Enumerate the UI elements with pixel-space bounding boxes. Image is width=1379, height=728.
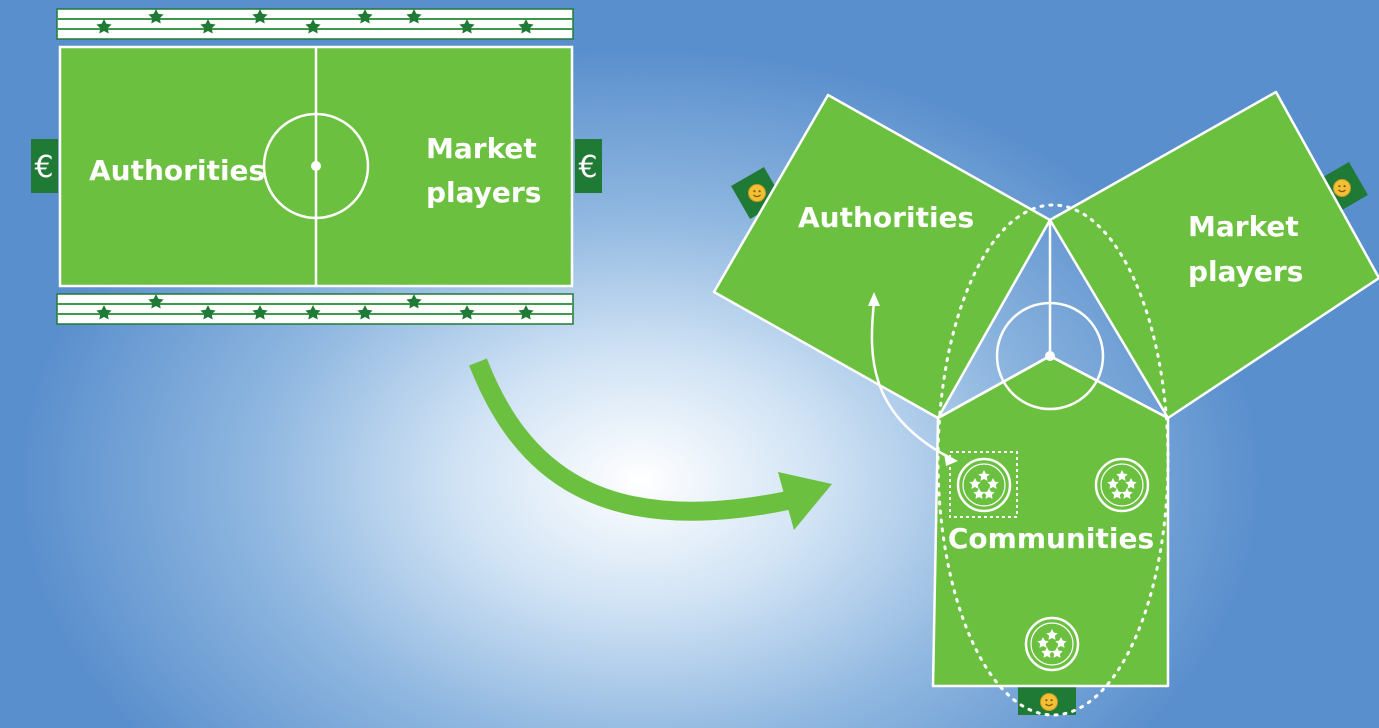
smiley-coin-icon [747, 183, 767, 203]
left-authorities-label: Authorities [89, 154, 265, 187]
curved-arrow-icon [469, 358, 832, 530]
left-market-label-line1: Market [426, 132, 537, 165]
right-market-label-line2: players [1188, 255, 1303, 288]
right-market-label-line1: Market [1188, 210, 1299, 243]
center-circle [262, 112, 370, 220]
left-goal [31, 139, 58, 193]
right-goal [575, 139, 602, 193]
right-pitch-diagram: Authorities Market players Communities [712, 90, 1379, 717]
pitch-market-players [1048, 90, 1379, 420]
top-stand [56, 8, 574, 40]
smiley-coin-icon [1039, 692, 1059, 712]
center-lines [937, 220, 1169, 420]
bottom-stand [56, 293, 574, 325]
community-zone-dotted-outline [936, 203, 1170, 717]
left-market-label-line2: players [426, 176, 541, 209]
center-spot [311, 161, 321, 171]
influence-arrow-icon [868, 292, 958, 466]
right-authorities-label: Authorities [798, 201, 974, 234]
communities-label: Communities [948, 522, 1154, 555]
smiley-coin-icon [1332, 178, 1352, 198]
center-spot [1045, 351, 1055, 361]
euro-icon: € [578, 150, 597, 185]
left-pitch-diagram: € € Authorities Market players [31, 8, 602, 325]
center-circle [995, 301, 1105, 411]
euro-icon: € [34, 150, 53, 185]
